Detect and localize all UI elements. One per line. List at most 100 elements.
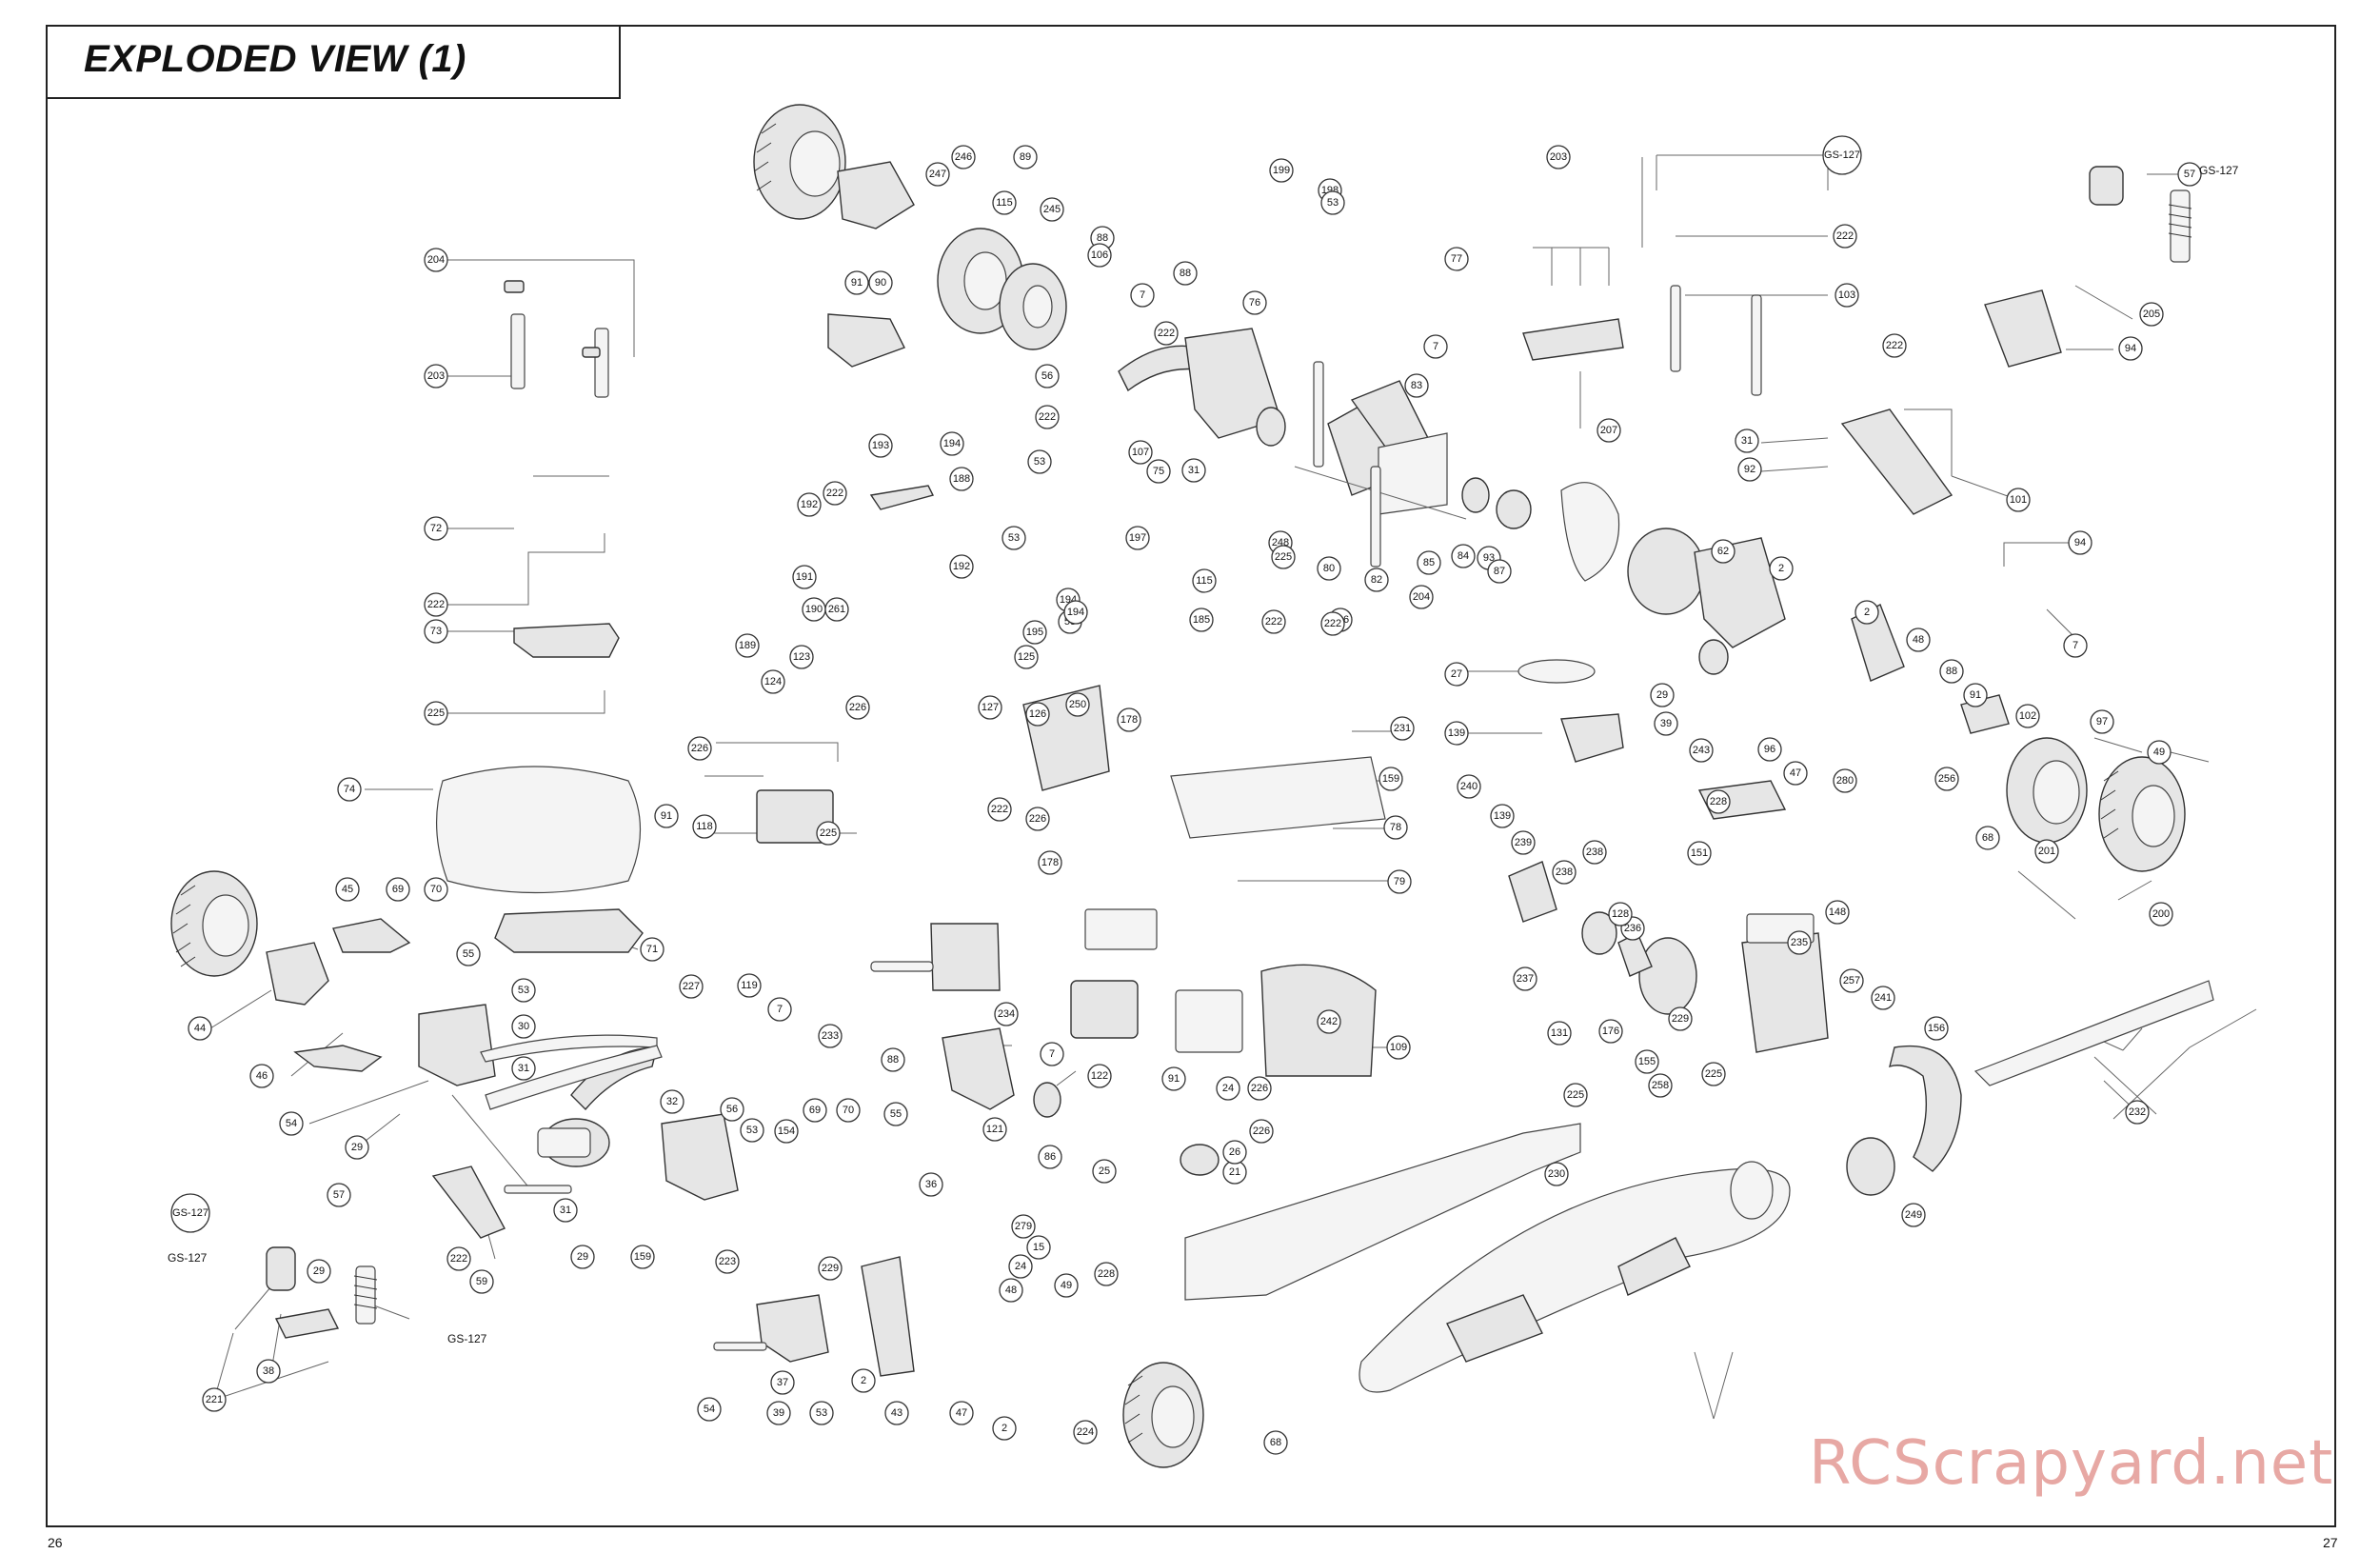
callout-102: 102: [2015, 704, 2040, 728]
callout-31: 31: [1181, 458, 1206, 483]
callout-label: 47: [1790, 767, 1801, 779]
callout-193: 193: [868, 433, 893, 458]
callout-label: 195: [1026, 627, 1043, 638]
callout-29: 29: [345, 1135, 369, 1160]
callout-label: 85: [1423, 557, 1435, 568]
callout-label: 25: [1099, 1166, 1110, 1177]
callout-233: 233: [818, 1024, 843, 1048]
callout-45: 45: [335, 877, 360, 902]
callout-label: 43: [891, 1407, 902, 1419]
callout-203: 203: [1546, 145, 1571, 169]
callout-label: 240: [1460, 781, 1478, 792]
callout-247: 247: [925, 162, 950, 187]
callout-GS-127: GS-127: [170, 1193, 210, 1233]
callout-label: 125: [1018, 651, 1035, 663]
callout-57: 57: [2177, 162, 2202, 187]
callout-240: 240: [1457, 774, 1481, 799]
watermark: RCScrapyard.net: [1809, 1428, 2334, 1499]
callout-243: 243: [1689, 738, 1714, 763]
callout-label: 70: [843, 1105, 854, 1116]
callout-223: 223: [715, 1249, 740, 1274]
callout-48: 48: [1906, 628, 1931, 652]
callout-38: 38: [256, 1359, 281, 1384]
engine: [1638, 913, 1829, 1053]
callout-230: 230: [1544, 1162, 1569, 1186]
callout-label: 44: [194, 1023, 206, 1034]
callout-159: 159: [630, 1245, 655, 1269]
callout-29: 29: [307, 1259, 331, 1284]
callout-89: 89: [1013, 145, 1038, 169]
callout-221: 221: [202, 1387, 227, 1412]
callout-54: 54: [279, 1111, 304, 1136]
callout-76: 76: [1242, 290, 1267, 315]
callout-200: 200: [2149, 902, 2173, 926]
callout-label: 94: [2125, 343, 2136, 354]
callout-94: 94: [2118, 336, 2143, 361]
callout-227: 227: [679, 974, 704, 999]
callout-label: 89: [1020, 151, 1031, 163]
callout-label: 36: [925, 1179, 937, 1190]
callout-189: 189: [735, 633, 760, 658]
callout-204: 204: [1409, 585, 1434, 609]
callout-29: 29: [570, 1245, 595, 1269]
callout-197: 197: [1125, 526, 1150, 550]
callout-label: 230: [1548, 1168, 1565, 1180]
callout-148: 148: [1825, 900, 1850, 925]
callout-label: 122: [1091, 1070, 1108, 1082]
callout-label: 279: [1015, 1221, 1032, 1232]
callout-88: 88: [1939, 659, 1964, 684]
callout-91: 91: [654, 804, 679, 828]
page-number-left: 26: [48, 1535, 63, 1550]
callout-label: 7: [1049, 1048, 1055, 1060]
callout-79: 79: [1387, 869, 1412, 894]
callout-194: 194: [940, 431, 964, 456]
callout-label: GS-127: [1824, 149, 1860, 161]
callout-241: 241: [1871, 986, 1895, 1010]
callout-label: 26: [1229, 1146, 1240, 1158]
callout-label: 47: [956, 1407, 967, 1419]
callout-222: 222: [1154, 321, 1179, 346]
callout-101: 101: [2006, 488, 2031, 512]
callout-205: 205: [2139, 302, 2164, 327]
callout-label: 232: [2129, 1106, 2146, 1118]
shock-rear: [2089, 166, 2192, 263]
callout-GS-127: GS-127: [1822, 135, 1862, 175]
callout-176: 176: [1598, 1019, 1623, 1044]
callout-label: 91: [851, 277, 863, 289]
callout-label: 38: [263, 1365, 274, 1377]
callout-91: 91: [1161, 1066, 1186, 1091]
callout-label: 222: [1039, 411, 1056, 423]
callout-label: 258: [1652, 1080, 1669, 1091]
callout-label: 2: [861, 1375, 866, 1386]
callout-label: 207: [1600, 425, 1617, 436]
callout-90: 90: [868, 270, 893, 295]
callout-222: 222: [1261, 609, 1286, 634]
callout-245: 245: [1040, 197, 1064, 222]
callout-53: 53: [740, 1118, 764, 1143]
callout-label: 53: [518, 985, 529, 996]
callout-label: 7: [1433, 341, 1438, 352]
callout-126: 126: [1025, 702, 1050, 727]
callout-label: 80: [1323, 563, 1335, 574]
callout-226: 226: [1025, 807, 1050, 831]
callout-75: 75: [1146, 459, 1171, 484]
callout-label: 225: [1567, 1089, 1584, 1101]
callout-97: 97: [2090, 709, 2114, 734]
callout-label: 55: [463, 948, 474, 960]
callout-222: 222: [424, 592, 448, 617]
callout-label: 73: [430, 626, 442, 637]
callout-label: 222: [991, 804, 1008, 815]
callout-label: 31: [560, 1205, 571, 1216]
callout-238: 238: [1582, 840, 1607, 865]
callout-239: 239: [1511, 830, 1536, 855]
callout-125: 125: [1014, 645, 1039, 669]
callout-label: 245: [1043, 204, 1061, 215]
callout-235: 235: [1787, 930, 1812, 955]
callout-122: 122: [1087, 1064, 1112, 1088]
callout-24: 24: [1216, 1076, 1240, 1101]
callout-label: 188: [953, 473, 970, 485]
page-title: EXPLODED VIEW (1): [84, 38, 466, 80]
callout-195: 195: [1022, 620, 1047, 645]
callout-label: 249: [1905, 1209, 1922, 1221]
callout-242: 242: [1317, 1009, 1341, 1034]
